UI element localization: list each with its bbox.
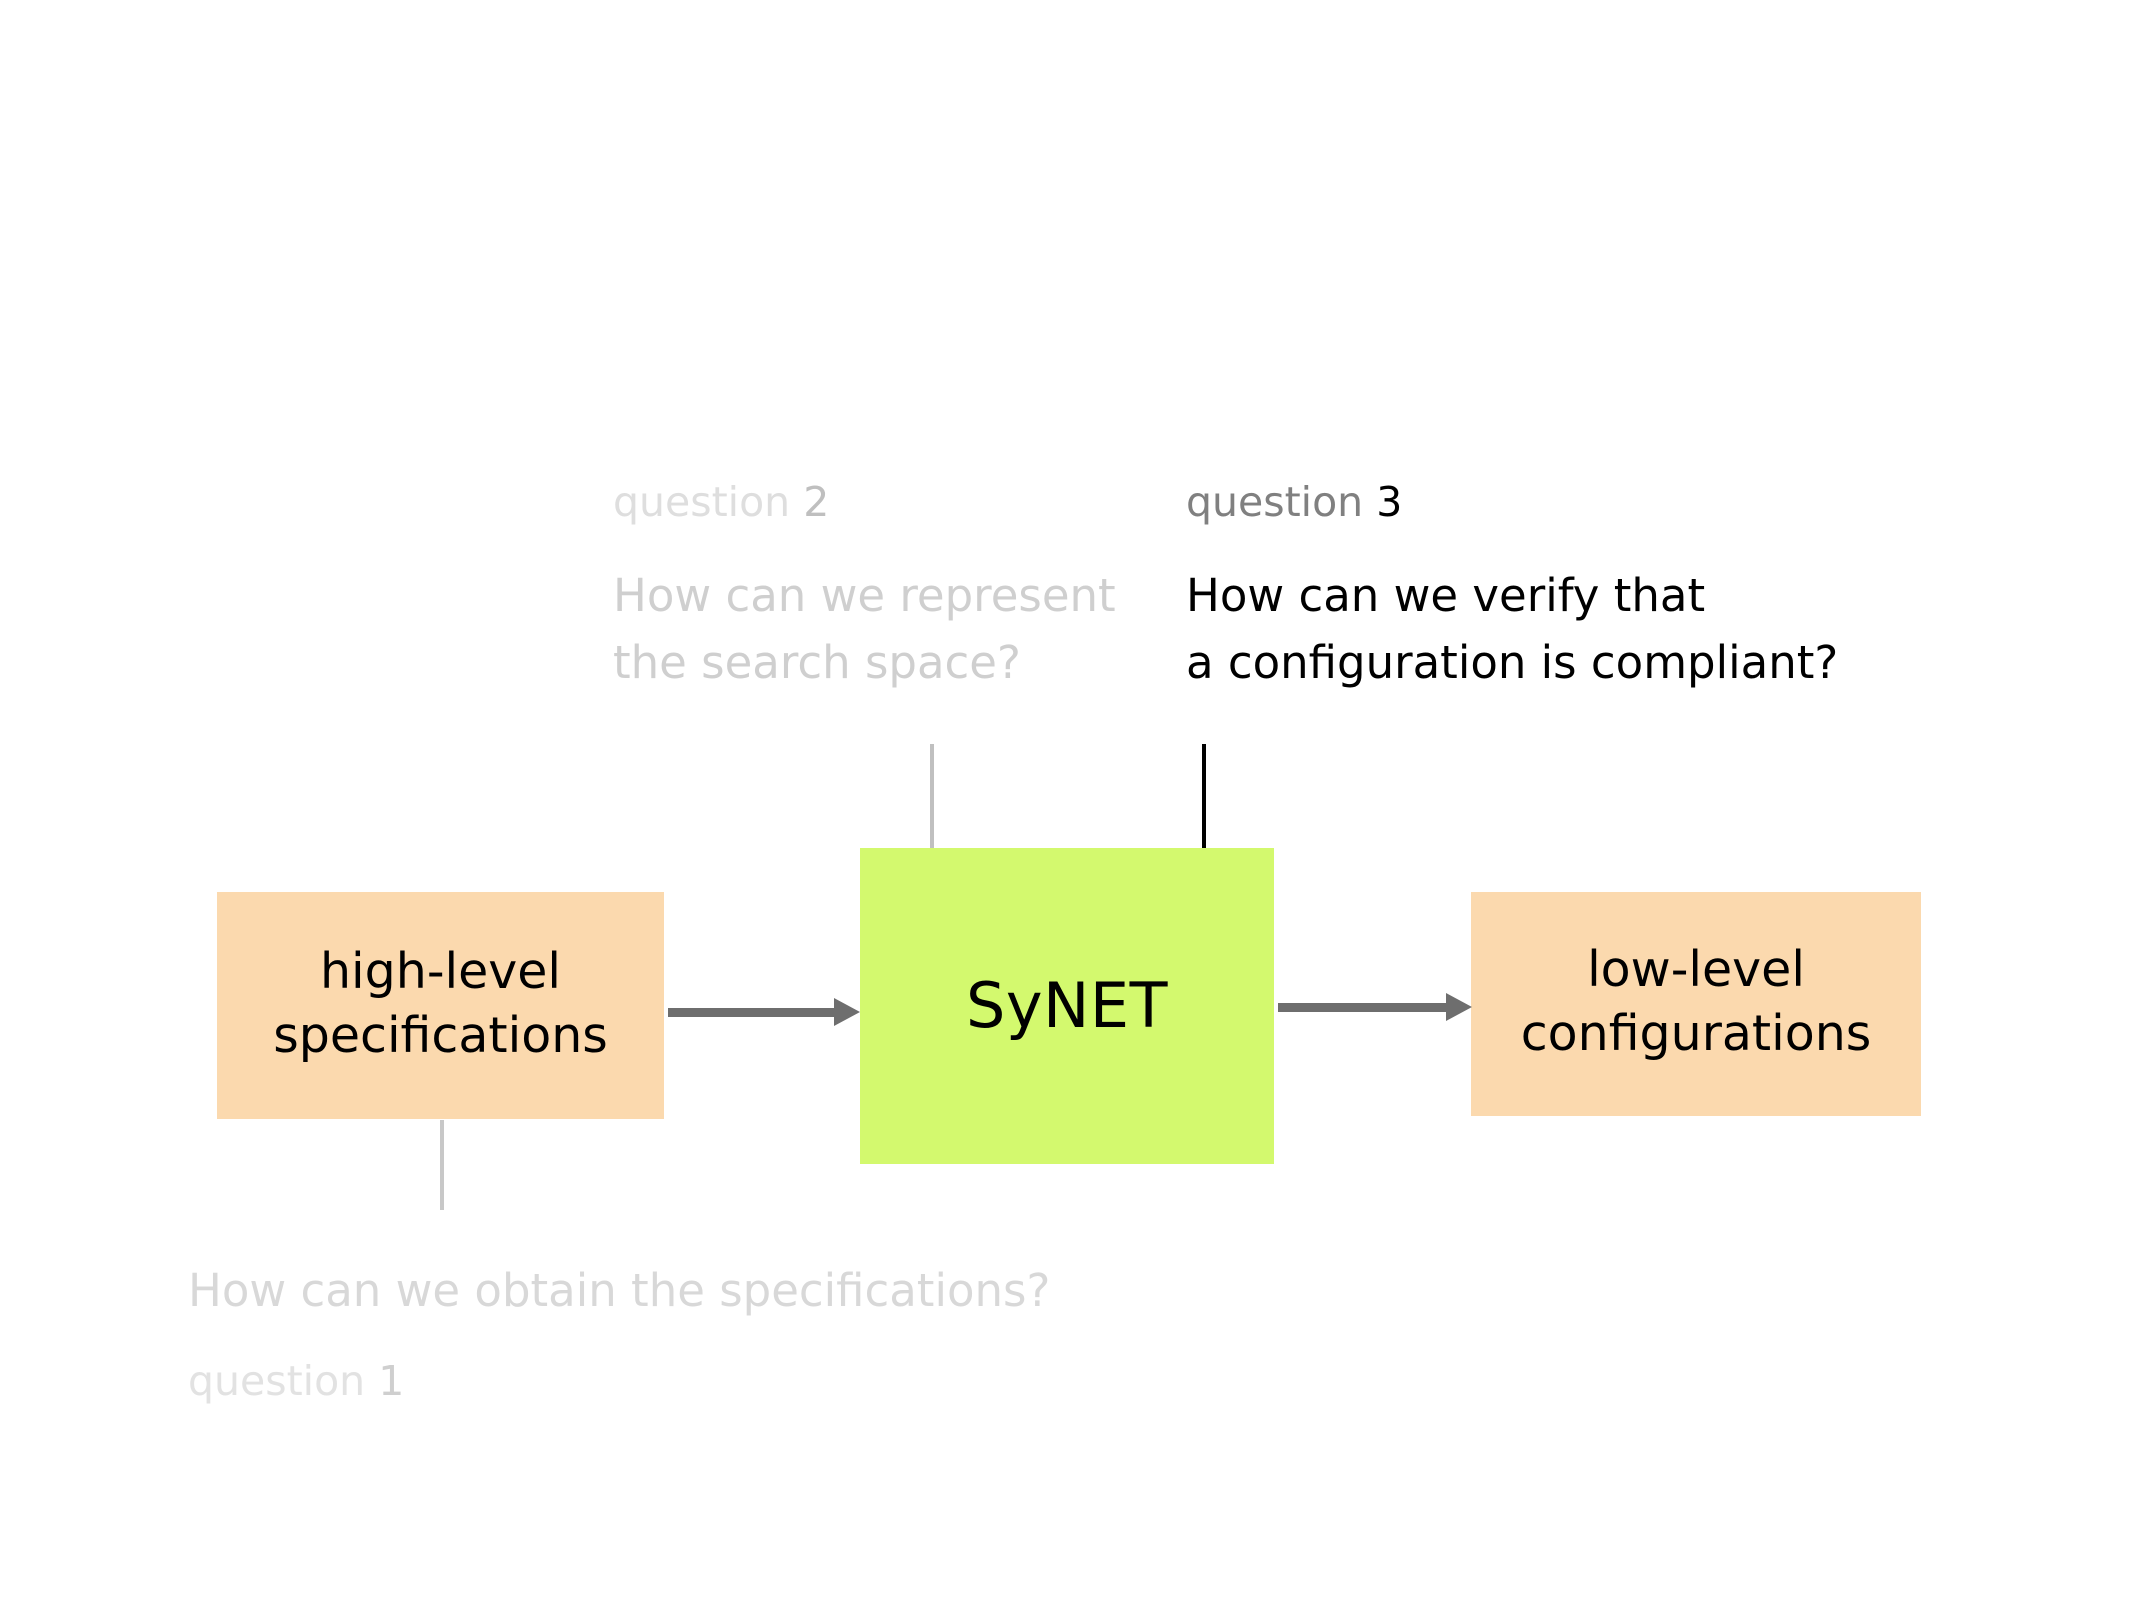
arrow-synet-to-configs-shaft — [1278, 1003, 1450, 1012]
high-level-specifications-box: high-level specifications — [217, 892, 664, 1119]
arrow-specs-to-synet-head — [834, 998, 860, 1026]
question-3-heading-number: 3 — [1376, 478, 1403, 526]
connector-line-question-1 — [440, 1120, 444, 1210]
connector-line-question-3 — [1202, 744, 1206, 850]
low-level-configurations-label: low-level configurations — [1521, 938, 1872, 1065]
question-3-block: question 3 How can we verify that a conf… — [1186, 482, 1838, 696]
low-level-configurations-line-1: low-level — [1587, 941, 1805, 999]
question-1-block: How can we obtain the specifications? qu… — [188, 1258, 1050, 1402]
question-2-text-line-1: How can we represent — [613, 569, 1116, 622]
connector-line-question-2 — [930, 744, 934, 850]
question-1-text-line-1: How can we obtain the specifications? — [188, 1264, 1051, 1317]
arrow-specs-to-synet-shaft — [668, 1008, 838, 1017]
question-2-heading-number: 2 — [803, 478, 830, 526]
low-level-configurations-line-2: configurations — [1520, 1005, 1872, 1062]
question-2-heading: question 2 — [613, 482, 1116, 523]
high-level-specifications-line-1: high-level — [319, 942, 562, 1000]
low-level-configurations-box: low-level configurations — [1471, 892, 1921, 1116]
synet-label: SyNET — [966, 968, 1168, 1042]
question-1-heading-number: 1 — [378, 1356, 405, 1405]
question-2-text: How can we represent the search space? — [613, 563, 1116, 696]
question-2-block: question 2 How can we represent the sear… — [613, 482, 1116, 696]
question-3-text-line-1: How can we verify that — [1186, 569, 1706, 622]
question-1-heading-word: question — [188, 1356, 366, 1405]
question-3-text-line-2: a configuration is compliant? — [1186, 635, 1839, 689]
question-2-text-line-2: the search space? — [613, 635, 1021, 689]
question-2-heading-word: question — [613, 478, 791, 526]
question-3-text: How can we verify that a configuration i… — [1186, 563, 1838, 696]
arrow-synet-to-configs-head — [1446, 993, 1472, 1021]
question-1-text: How can we obtain the specifications? — [188, 1258, 1050, 1325]
high-level-specifications-line-2: specifications — [273, 1006, 608, 1064]
question-3-heading-word: question — [1186, 478, 1364, 526]
high-level-specifications-label: high-level specifications — [273, 940, 608, 1067]
question-3-heading: question 3 — [1186, 482, 1838, 523]
question-1-heading: question 1 — [188, 1360, 1050, 1402]
synet-box: SyNET — [860, 848, 1274, 1164]
